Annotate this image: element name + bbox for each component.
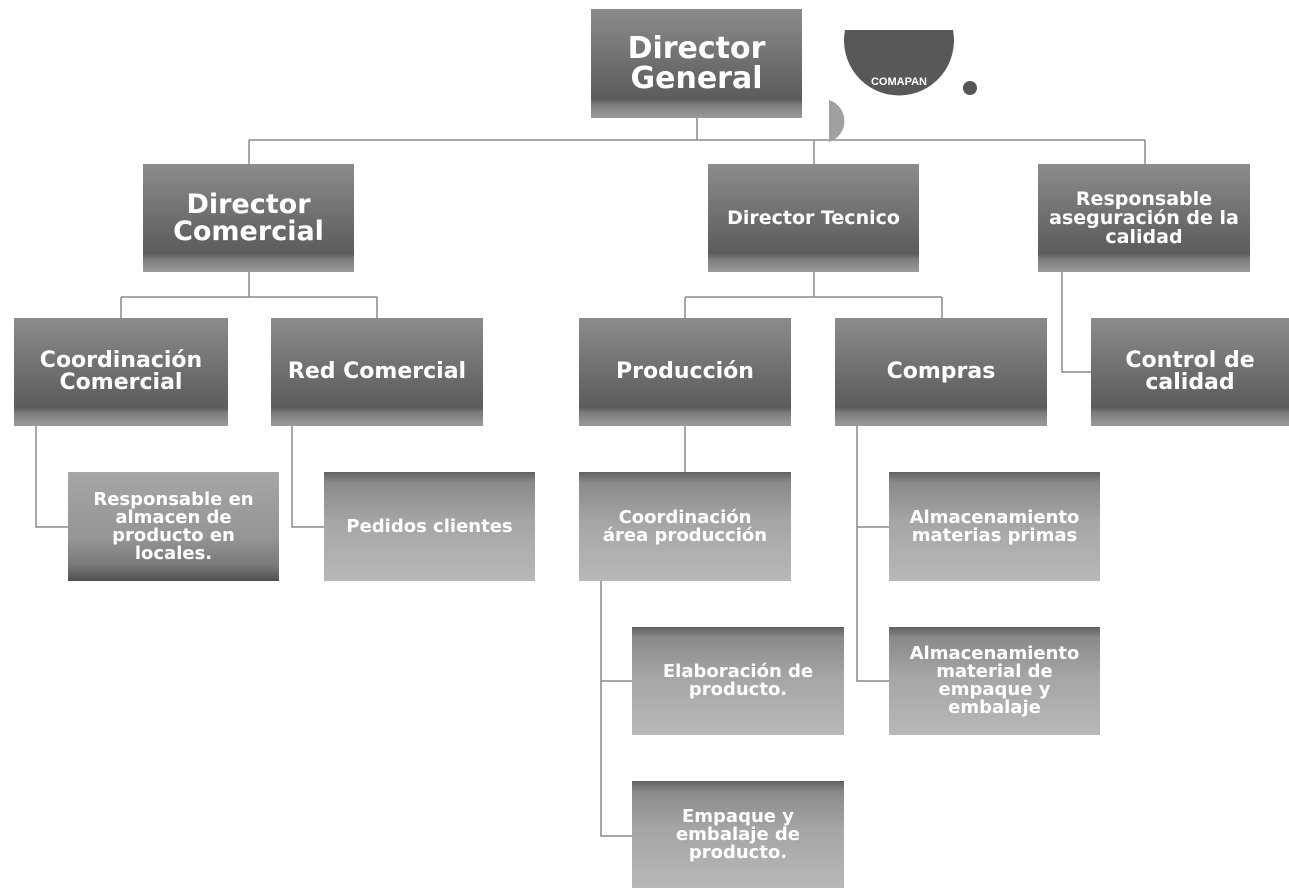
node-compras: Compras	[835, 318, 1047, 426]
node-director-comercial: Director Comercial	[143, 164, 354, 272]
node-control-calidad: Control de calidad	[1091, 318, 1289, 426]
node-coordinacion-produccion: Coordinación área producción	[579, 472, 791, 581]
node-empaque-embalaje: Empaque y embalaje de producto.	[632, 781, 844, 888]
node-director-general: Director General	[591, 9, 802, 118]
logo-circle	[844, 30, 954, 96]
node-director-tecnico: Director Tecnico	[708, 164, 919, 272]
node-elaboracion-producto: Elaboración de producto.	[632, 627, 844, 735]
node-pedidos-clientes: Pedidos clientes	[324, 472, 535, 581]
logo-text: COMAPAN	[870, 76, 927, 88]
node-produccion: Producción	[579, 318, 791, 426]
logo-dot	[963, 81, 977, 95]
node-red-comercial: Red Comercial	[271, 318, 483, 426]
node-almacen-empaque: Almacenamiento material de empaque y emb…	[889, 627, 1100, 735]
node-coordinacion-comercial: Coordinación Comercial	[14, 318, 228, 426]
logo-half-circle	[829, 100, 845, 142]
node-responsable-almacen: Responsable en almacen de producto en lo…	[68, 472, 279, 581]
node-almacen-materias: Almacenamiento materias primas	[889, 472, 1100, 581]
node-responsable-calidad: Responsable aseguración de la calidad	[1038, 164, 1250, 272]
